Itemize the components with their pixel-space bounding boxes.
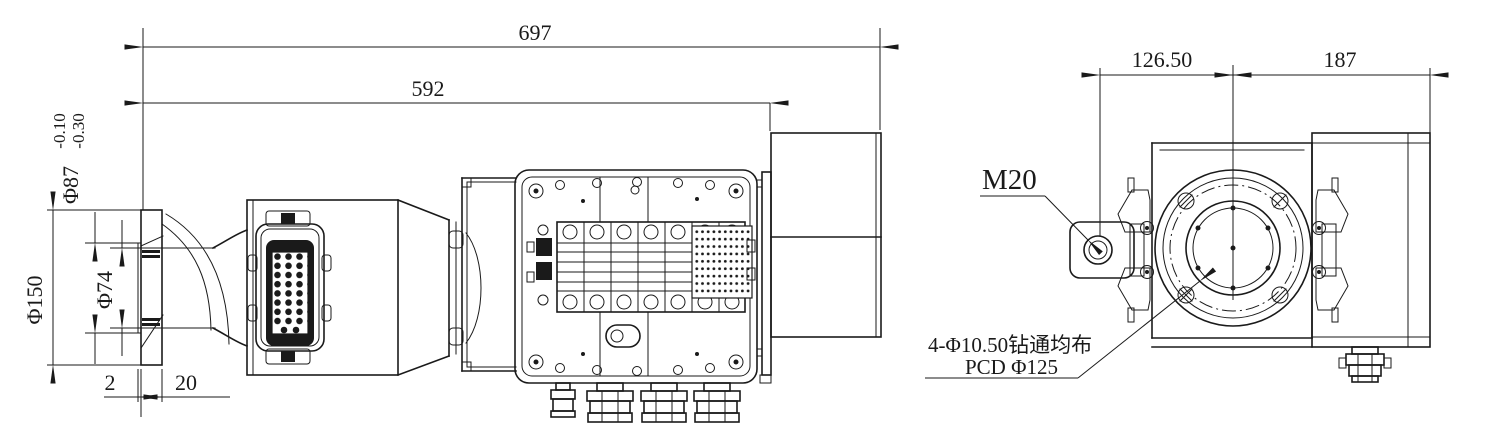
junction-box <box>514 169 758 384</box>
body-frame-end <box>1151 142 1313 348</box>
dimensions: 697 592 Φ150 Φ87 -0.10 -0.30 <box>22 20 1449 417</box>
cable-gland <box>550 382 576 418</box>
connector-pins <box>272 252 308 326</box>
dim-20-label: 20 <box>175 370 197 395</box>
hole-note-line1: 4-Φ10.50钻通均布 <box>928 333 1092 357</box>
dim-126-50: 126.50 <box>1081 47 1252 236</box>
dim-74: Φ74 <box>92 220 141 356</box>
rear-box-side <box>770 132 882 338</box>
dim-87-tol-upper: -0.10 <box>50 113 69 148</box>
mounting-flange <box>137 209 216 366</box>
bore-bolt-dots <box>1195 205 1271 291</box>
dim-126-label: 126.50 <box>1132 47 1193 72</box>
connector-section <box>246 198 482 377</box>
cable-gland <box>586 382 634 423</box>
dim-150: Φ150 <box>22 191 141 384</box>
rear-box-end <box>1311 132 1431 383</box>
corner-screws <box>528 183 744 370</box>
cable-glands <box>550 382 741 423</box>
dim-187: 187 <box>1214 47 1449 133</box>
clamp-right <box>1312 177 1349 323</box>
cable-gland <box>1338 346 1392 383</box>
drain-slot <box>605 324 641 348</box>
cable-gland <box>640 382 688 423</box>
dim-87-tol-lower: -0.30 <box>69 113 88 148</box>
dim-187-label: 187 <box>1324 47 1357 72</box>
lid-screws <box>555 177 715 376</box>
cable-gland <box>693 382 741 423</box>
dim-87: Φ87 -0.10 -0.30 <box>50 113 141 364</box>
dim-2-20: 2 20 <box>104 369 230 417</box>
dim-150-label: Φ150 <box>22 275 47 324</box>
dim-697: 697 <box>124 20 899 210</box>
heavy-duty-connector <box>247 223 332 352</box>
dim-592: 592 <box>124 76 789 131</box>
callout-m20: M20 <box>980 164 1103 256</box>
dim-592-label: 592 <box>412 76 445 101</box>
callout-pcd-holes: 4-Φ10.50钻通均布 PCD Φ125 <box>925 267 1217 379</box>
flange-circles <box>1154 65 1312 327</box>
terminal-strip <box>526 221 756 313</box>
pcd-hole-marker <box>1177 286 1195 304</box>
bell-adapter <box>161 213 249 348</box>
flange-screws <box>1177 192 1289 304</box>
dim-74-label: Φ74 <box>92 271 117 309</box>
clamp-left <box>1117 177 1154 323</box>
hole-note-line2: PCD Φ125 <box>965 355 1058 379</box>
dim-87-label: Φ87 <box>58 166 83 204</box>
dim-697-label: 697 <box>519 20 552 45</box>
m20-label: M20 <box>982 164 1037 196</box>
dim-2-label: 2 <box>105 370 116 395</box>
motor-body <box>461 171 772 384</box>
end-view <box>1069 65 1431 383</box>
side-view <box>137 132 882 423</box>
m20-tab <box>1069 221 1153 279</box>
